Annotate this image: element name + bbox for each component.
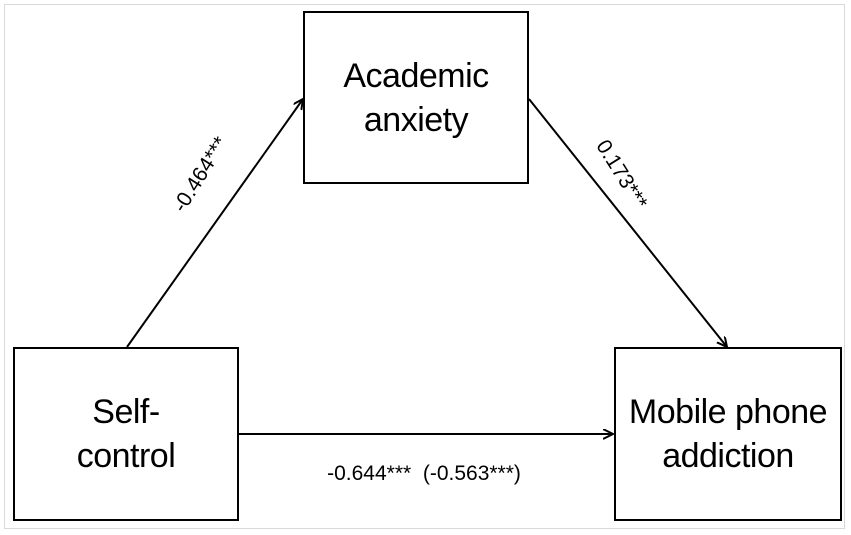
arrow-academic-anxiety-to-mobile-phone-addiction (528, 98, 727, 347)
figure-frame (4, 4, 845, 529)
coefficient-c-label: -0.644*** (-0.563***) (327, 462, 521, 485)
node-mobile-phone-addiction: Mobile phone addiction (614, 347, 842, 521)
coefficient-a-label: -0.464*** (168, 133, 232, 216)
node-self-control: Self- control (13, 347, 239, 521)
node-self-control-label: Self- control (76, 393, 176, 475)
node-academic-anxiety-label: Academic anxiety (343, 56, 489, 139)
node-mobile-phone-addiction-label: Mobile phone addiction (628, 393, 828, 475)
arrow-self-control-to-academic-anxiety (126, 99, 303, 348)
coefficient-b-label: 0.173*** (591, 136, 651, 214)
node-academic-anxiety: Academic anxiety (303, 11, 529, 184)
